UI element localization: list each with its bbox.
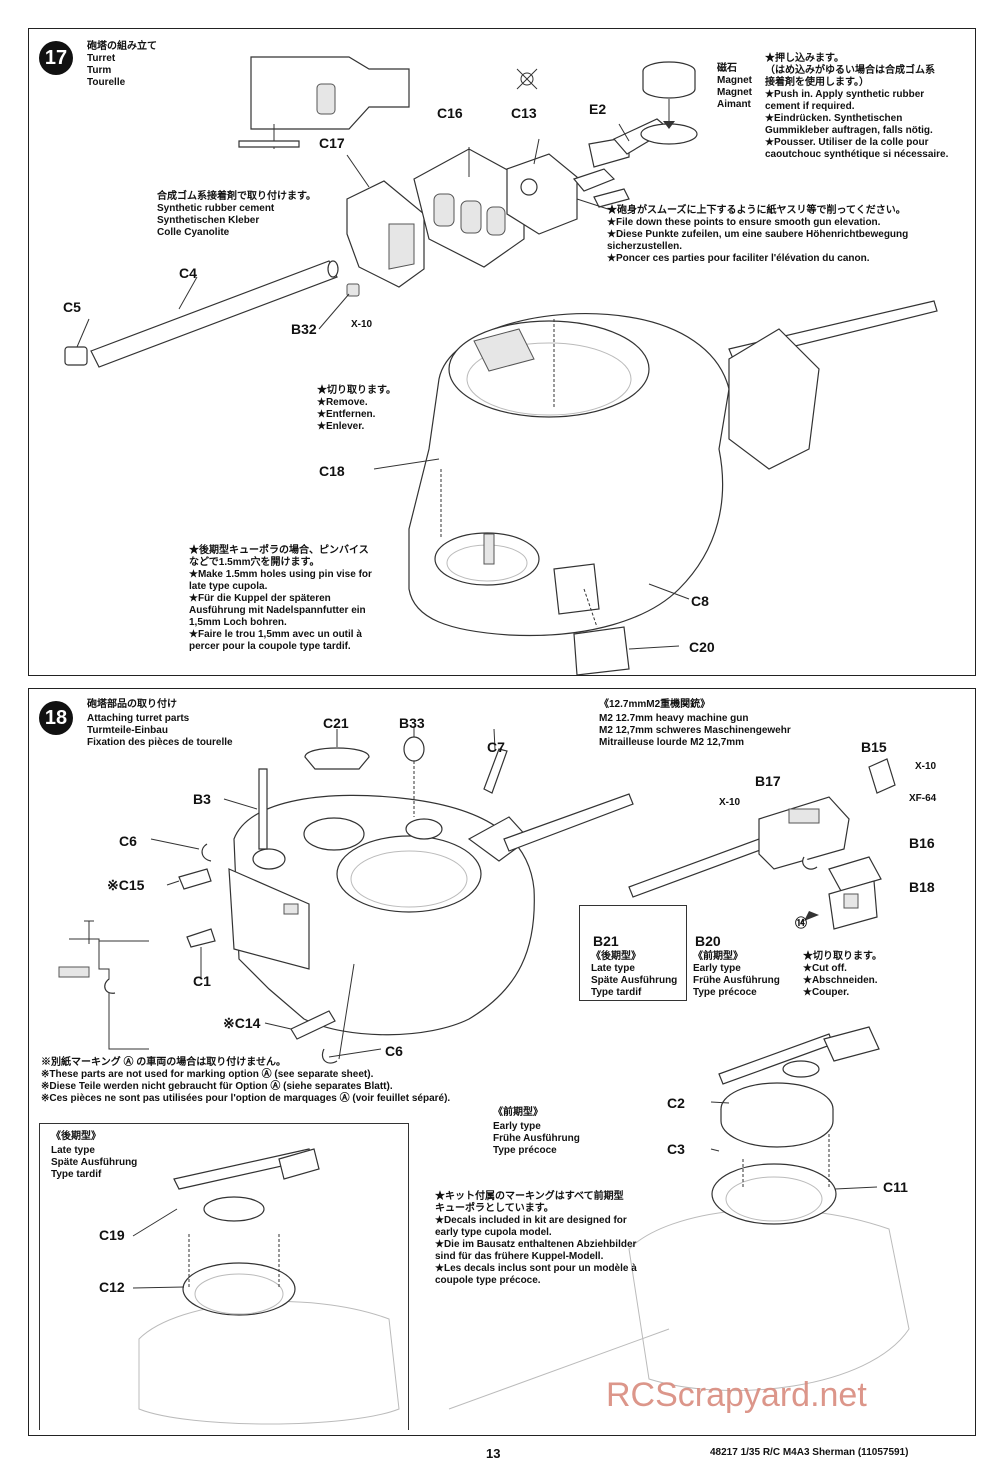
product-code: 48217 1/35 R/C M4A3 Sherman (11057591) xyxy=(710,1447,909,1458)
part-label-c15: ※C15 xyxy=(107,877,145,893)
page-number: 13 xyxy=(486,1446,501,1461)
step-title-en: Turret xyxy=(87,53,116,64)
step-number-badge: 17 xyxy=(39,41,73,75)
part-label-b3: B3 xyxy=(193,791,211,807)
part-label-c21: C21 xyxy=(323,715,349,731)
variant-box xyxy=(579,905,687,1001)
part-label-c13: C13 xyxy=(511,105,537,121)
step-number-badge: 18 xyxy=(39,701,73,735)
part-label-b32: B32 xyxy=(291,321,317,337)
step-18-panel: 18 砲塔部品の取り付け Attaching turret parts Turm… xyxy=(28,688,976,1436)
part-label-c3: C3 xyxy=(667,1141,685,1157)
part-label-c18: C18 xyxy=(319,463,345,479)
part-label-c1: C1 xyxy=(193,973,211,989)
part-label-b20: B20 xyxy=(695,933,721,949)
part-label-b17: B17 xyxy=(755,773,781,789)
part-label-c6-lower: C6 xyxy=(385,1043,403,1059)
part-label-c19: C19 xyxy=(99,1227,125,1243)
step-reference-14: ⑭ xyxy=(795,916,808,930)
part-label-c5: C5 xyxy=(63,299,81,315)
part-label-c12: C12 xyxy=(99,1279,125,1295)
part-label-b21: B21 xyxy=(593,933,619,949)
part-label-c14: ※C14 xyxy=(223,1015,261,1031)
step-title-de: Turmteile-Einbau xyxy=(87,725,168,736)
part-label-b16: B16 xyxy=(909,835,935,851)
part-label-c7: C7 xyxy=(487,739,505,755)
part-label-e2: E2 xyxy=(589,101,607,117)
step-title-ja: 砲塔部品の取り付け xyxy=(87,699,177,710)
late-type-box xyxy=(39,1123,409,1430)
part-label-c11: C11 xyxy=(883,1179,908,1195)
step-title-ja: 砲塔の組み立て xyxy=(87,41,157,52)
paint-code-x10-b15: X-10 xyxy=(915,761,937,772)
part-label-c17: C17 xyxy=(319,135,345,151)
step-title-de: Turm xyxy=(87,65,112,76)
part-label-c2: C2 xyxy=(667,1095,685,1111)
step-17-panel: 17 砲塔の組み立て Turret Turm Tourelle C16 C13 … xyxy=(28,28,976,676)
part-label-c16: C16 xyxy=(437,105,463,121)
paint-code-x10-b17: X-10 xyxy=(719,797,741,808)
part-label-c6: C6 xyxy=(119,833,137,849)
part-label-c4: C4 xyxy=(179,265,197,281)
step-title-fr: Fixation des pièces de tourelle xyxy=(87,737,233,748)
step-17-drawing xyxy=(64,56,938,675)
part-label-b18: B18 xyxy=(909,879,935,895)
part-label-c8: C8 xyxy=(691,593,709,609)
part-label-c20: C20 xyxy=(689,639,715,655)
step-18-drawing xyxy=(58,727,910,1425)
paint-code-xf64: XF-64 xyxy=(909,793,937,804)
watermark: RCScrapyard.net xyxy=(606,1376,867,1414)
part-label-b15: B15 xyxy=(861,739,887,755)
step-title-en: Attaching turret parts xyxy=(87,713,190,724)
step-title-fr: Tourelle xyxy=(87,77,126,88)
paint-code-x10: X-10 xyxy=(351,319,373,330)
part-label-b33: B33 xyxy=(399,715,425,731)
